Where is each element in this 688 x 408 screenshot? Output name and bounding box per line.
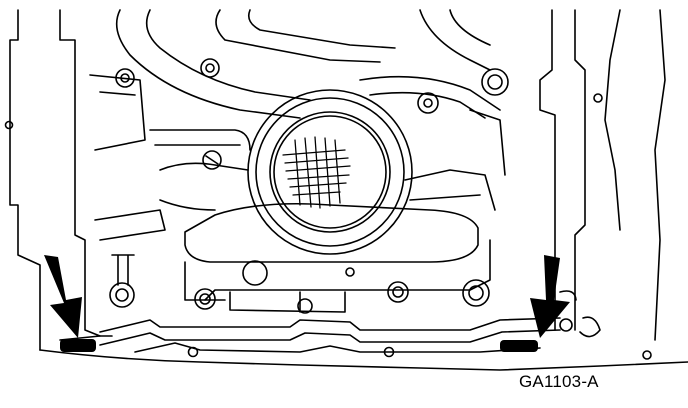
- bolt: [194, 288, 216, 310]
- bolt: [462, 279, 490, 307]
- bolts: [109, 58, 509, 314]
- arrow-down-icon: [530, 255, 570, 338]
- bolt: [202, 150, 222, 170]
- bolt: [200, 58, 220, 78]
- filter-mesh: [282, 136, 351, 209]
- bolt: [109, 282, 135, 308]
- bolt: [387, 281, 409, 303]
- arrow-down-icon: [44, 255, 82, 338]
- bolt: [481, 68, 509, 96]
- pad-right: [500, 340, 538, 352]
- case-outline: [4, 9, 688, 371]
- sealing-pads: [60, 339, 538, 352]
- pad-left: [60, 339, 96, 352]
- fluid-tubes: [89, 9, 501, 151]
- valve-body-rail: [59, 317, 561, 358]
- bolt: [297, 298, 313, 314]
- bolt: [417, 92, 439, 114]
- pump-body: [94, 109, 506, 313]
- filter-ring: [247, 89, 413, 255]
- bolt: [115, 68, 135, 88]
- figure-code: GA1103-A: [519, 372, 599, 391]
